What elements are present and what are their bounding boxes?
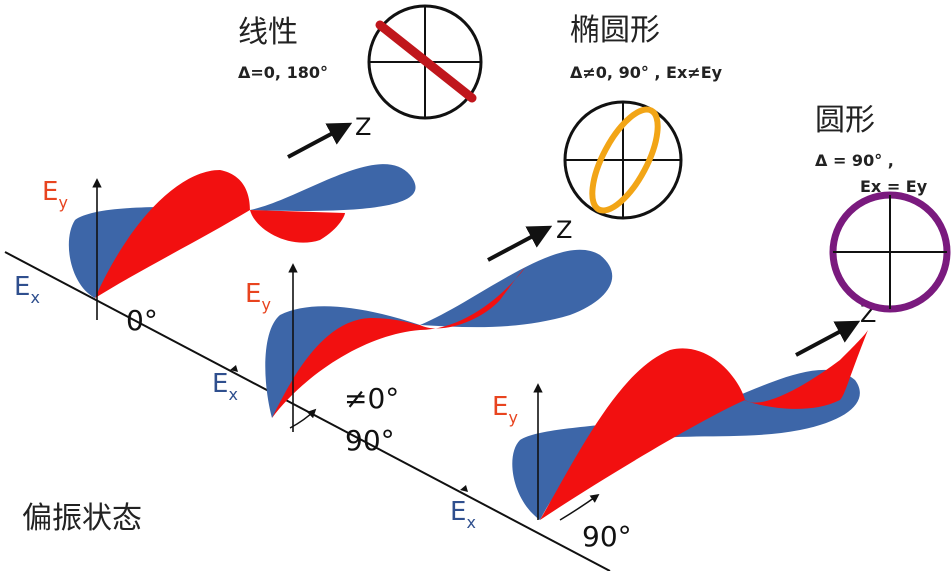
condition2-circular: Ex = Ey [860, 177, 928, 196]
title-elliptical: 椭圆形 [570, 13, 660, 48]
red-wave-linear [95, 170, 345, 298]
polarization-circle-circular [829, 191, 951, 313]
blue-wave-linear [68, 164, 416, 298]
ex-label-elliptical: Ex [212, 369, 238, 404]
ex-label-linear: Ex [14, 272, 40, 307]
panel-linear: Z Ey Ex 0° 线性 Δ=0, 180° [14, 4, 483, 337]
blue-wave-elliptical [265, 249, 613, 418]
condition-linear: Δ=0, 180° [238, 63, 328, 82]
angle-arc-circular [559, 493, 600, 521]
z-label-elliptical: Z [556, 216, 572, 244]
blue-wave-circular [512, 369, 860, 520]
bottom-title: 偏振状态 [22, 501, 142, 536]
condition-circular: Δ = 90° , [815, 151, 894, 170]
panel-circular: Z Ey Ex 90° 圆形 Δ = 90° , Ex = Ey [450, 103, 951, 553]
angle-label-linear: 0° [126, 304, 158, 337]
z-arrow-elliptical [487, 225, 553, 262]
z-label-linear: Z [355, 113, 371, 141]
baseline-arrows [230, 365, 468, 492]
angle-arc-elliptical [289, 408, 317, 429]
polarization-circle-linear [367, 4, 483, 120]
angle-b-elliptical: 90° [345, 424, 395, 457]
z-arrow-circular [795, 320, 861, 357]
condition-elliptical: Δ≠0, 90° , Ex≠Ey [570, 63, 723, 82]
ey-label-circular: Ey [492, 392, 518, 427]
panel-elliptical: Z Ey Ex ≠0° 90° 椭圆形 Δ≠0, 90° , Ex≠Ey [212, 13, 723, 457]
title-circular: 圆形 [815, 103, 875, 138]
ey-label-linear: Ey [42, 177, 68, 212]
red-wave-circular [540, 330, 868, 520]
angle-a-elliptical: ≠0° [344, 382, 399, 415]
z-arrow-linear [287, 122, 353, 159]
polarization-circle-elliptical [563, 100, 683, 220]
red-wave-elliptical [272, 268, 525, 418]
title-linear: 线性 [238, 15, 298, 50]
ex-label-circular: Ex [450, 497, 476, 532]
angle-label-circular: 90° [582, 520, 632, 553]
ey-label-elliptical: Ey [245, 279, 271, 314]
